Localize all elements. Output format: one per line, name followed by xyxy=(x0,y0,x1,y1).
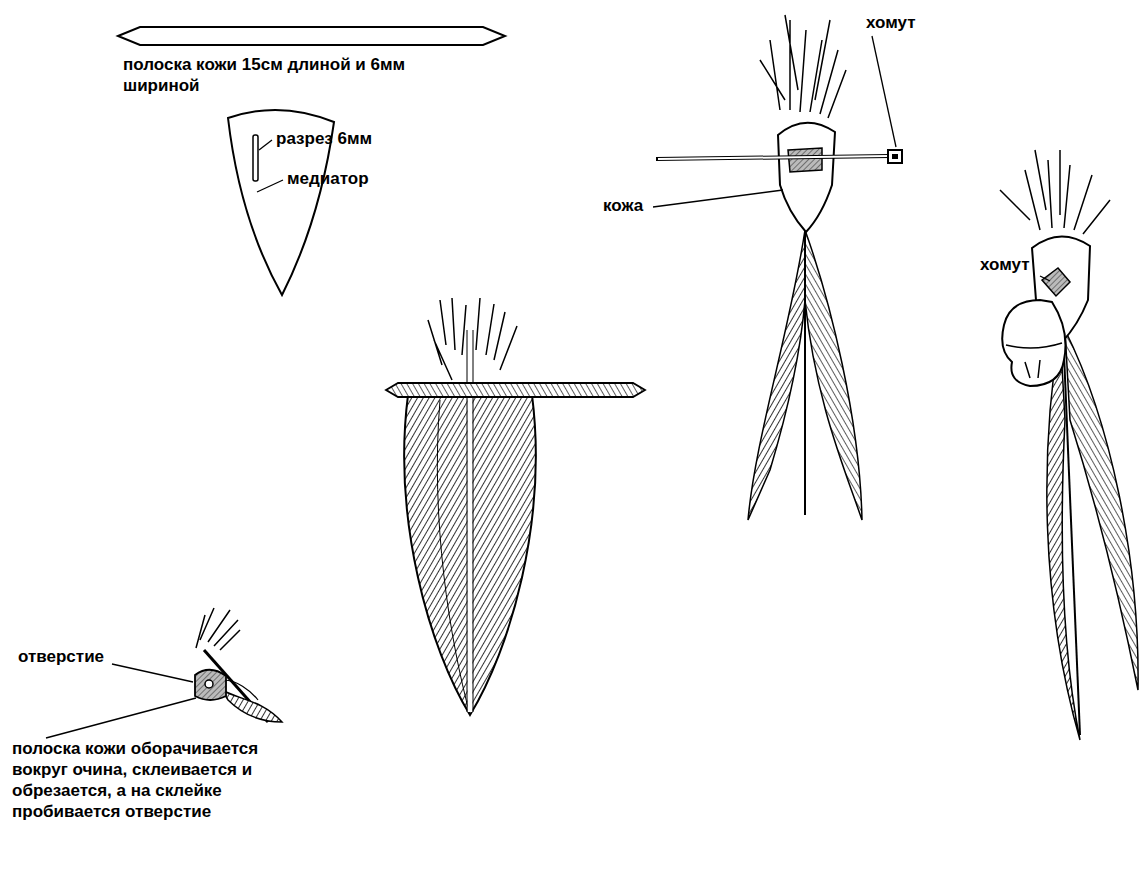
callout-label: хомут xyxy=(980,254,1050,275)
leader-line xyxy=(1040,276,1050,281)
leader-line xyxy=(653,190,783,207)
callout-label: разрез 6мм xyxy=(276,128,416,149)
feather-with-tag xyxy=(656,15,902,520)
label-note: полоска кожи оборачивается вокруг очина,… xyxy=(12,738,312,822)
label-note: полоска кожи 15см длиной и 6мм шириной xyxy=(123,54,423,96)
leader-line xyxy=(872,36,896,147)
feather-with-rod xyxy=(386,298,645,715)
feather-small xyxy=(195,608,282,722)
leader-line xyxy=(257,180,283,192)
leader-line xyxy=(46,698,196,738)
callout-label: кожа xyxy=(603,195,663,216)
leather-strip xyxy=(118,27,505,45)
slot xyxy=(253,135,258,181)
leader-line xyxy=(112,664,193,682)
callout-label: отверстие xyxy=(18,646,118,667)
callout-label: хомут xyxy=(866,12,976,33)
leader-line xyxy=(259,140,272,150)
callout-label: медиатор xyxy=(287,168,427,189)
feather-with-bell xyxy=(1000,150,1138,740)
